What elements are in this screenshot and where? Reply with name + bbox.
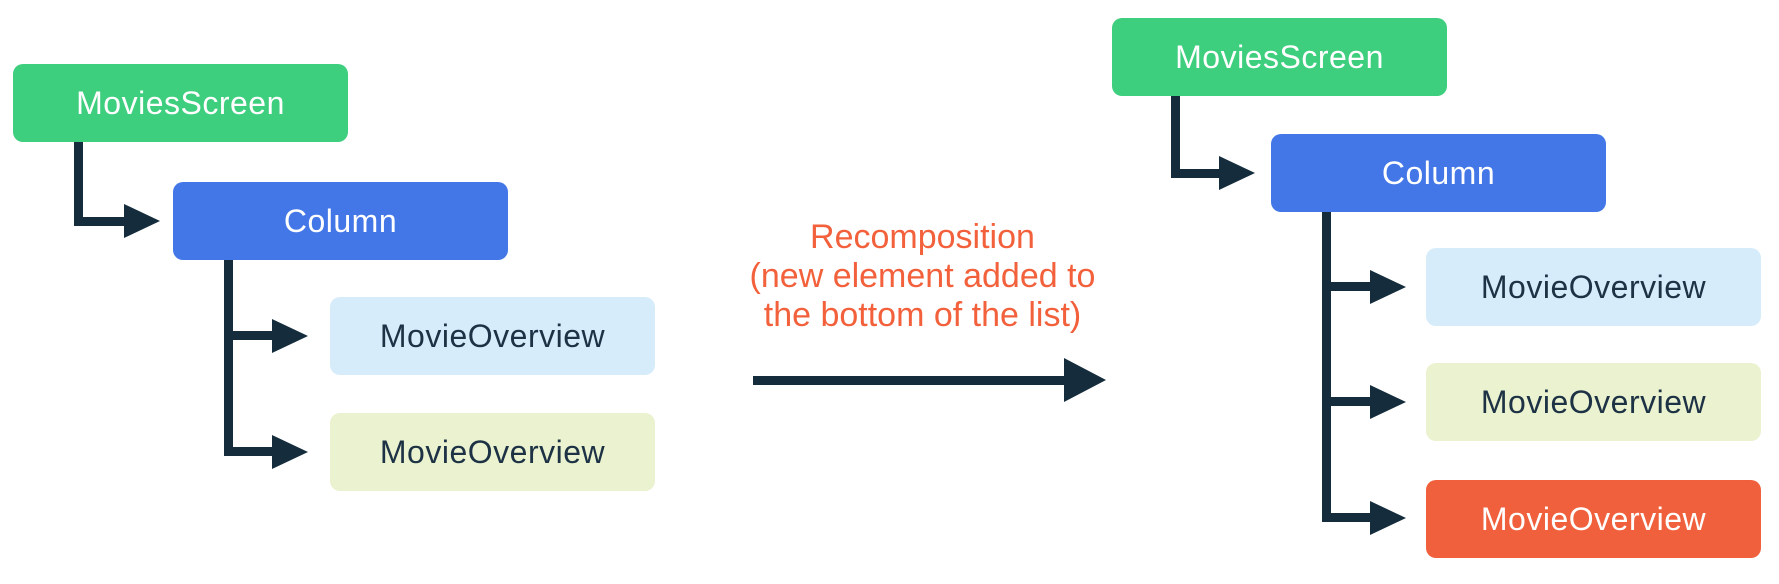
connector-root-column-horizontal <box>74 217 128 226</box>
arrowhead-icon <box>1219 156 1255 190</box>
connector-root-column-vertical-after <box>1171 96 1180 178</box>
transition-arrowhead-icon <box>1064 358 1106 402</box>
connector-branch-3-after <box>1322 513 1372 522</box>
transition-arrow-shaft <box>753 376 1068 385</box>
node-moviesscreen-after: MoviesScreen <box>1112 18 1447 96</box>
node-movieoverview-2-after: MovieOverview <box>1426 363 1761 441</box>
node-movieoverview-1-before: MovieOverview <box>330 297 655 375</box>
connector-root-column-vertical <box>74 142 83 226</box>
connector-column-trunk <box>224 260 233 456</box>
node-movieoverview-3-new: MovieOverview <box>1426 480 1761 558</box>
connector-column-trunk-after <box>1322 212 1331 522</box>
node-column-after: Column <box>1271 134 1606 212</box>
arrowhead-icon <box>1370 270 1406 304</box>
recomposition-annotation: Recomposition (new element added to the … <box>655 218 1190 335</box>
connector-branch-1-after <box>1322 282 1372 291</box>
connector-branch-1 <box>224 331 274 340</box>
arrowhead-icon <box>272 435 308 469</box>
node-moviesscreen-before: MoviesScreen <box>13 64 348 142</box>
annotation-line-3: the bottom of the list) <box>763 296 1082 334</box>
connector-root-column-horizontal-after <box>1171 169 1223 178</box>
node-column-before: Column <box>173 182 508 260</box>
annotation-line-2: (new element added to <box>749 257 1096 295</box>
arrowhead-icon <box>1370 501 1406 535</box>
arrowhead-icon <box>272 319 308 353</box>
annotation-line-1: Recomposition <box>810 218 1035 256</box>
node-movieoverview-2-before: MovieOverview <box>330 413 655 491</box>
node-movieoverview-1-after: MovieOverview <box>1426 248 1761 326</box>
connector-branch-2 <box>224 447 274 456</box>
connector-branch-2-after <box>1322 397 1372 406</box>
arrowhead-icon <box>1370 385 1406 419</box>
arrowhead-icon <box>124 204 160 238</box>
